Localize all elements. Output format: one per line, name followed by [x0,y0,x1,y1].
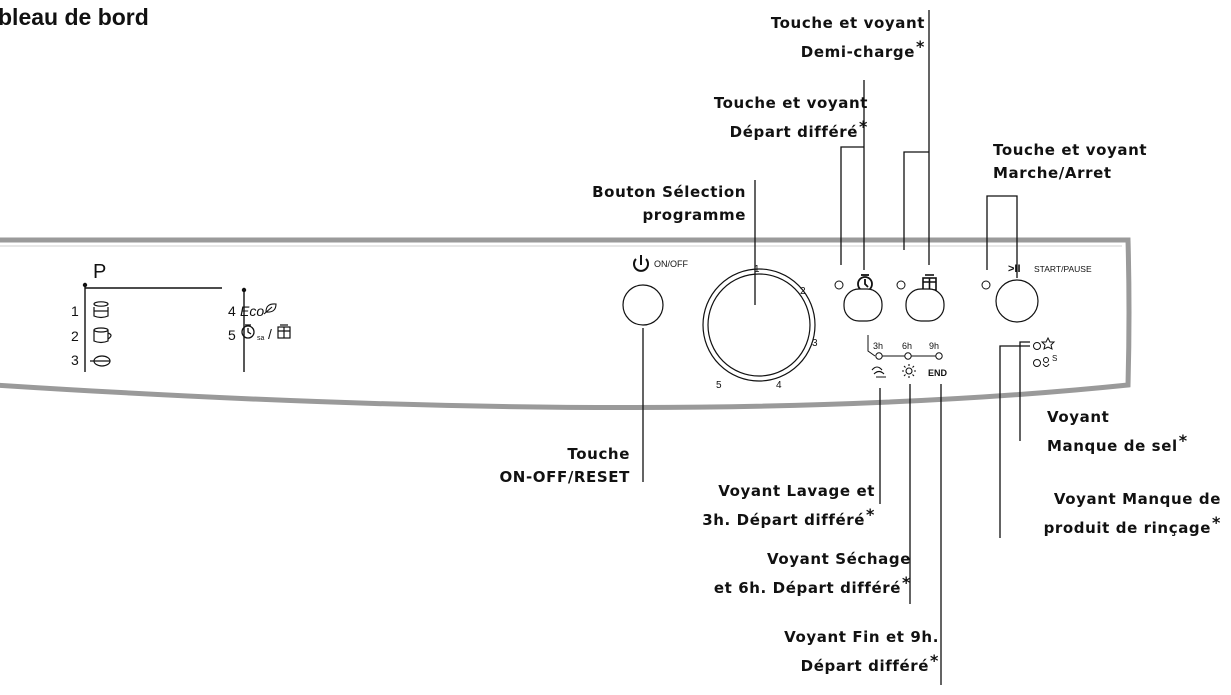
normal-pot-icon [93,327,112,344]
wash-icon [871,366,886,378]
end-9h-led [935,352,943,360]
program-num-3: 3 [71,352,79,368]
eco-program-label: Eco [240,303,264,319]
label-manque-sel: Voyant Manque de sel* [1047,408,1188,455]
svg-text:sa: sa [257,335,265,342]
delay-time-9h: 9h [929,341,939,351]
rinse-icon [90,355,111,367]
start-pause-symbol: >II [1008,263,1021,275]
delay-timer-icon [241,324,255,339]
salt-symbol-suffix: S [1052,354,1057,363]
svg-text:/: / [268,326,272,342]
dial-num-1: 1 [754,264,760,275]
dry-6h-led [904,352,912,360]
page-title: bleau de bord [0,4,149,30]
start-pause-led [981,280,991,290]
half-load-icon [277,324,291,339]
delay-time-6h: 6h [902,341,912,351]
delay-start-button[interactable] [843,288,883,322]
delay-led [834,280,844,290]
rinse-aid-led [1033,359,1041,367]
onoff-reset-button[interactable] [622,284,664,326]
half-load-button[interactable] [905,288,945,322]
rinse-aid-icon [1042,357,1050,367]
label-onoff-reset: Touche ON-OFF/RESET [499,445,630,486]
eco-leaf-icon [263,303,277,315]
intensive-pot-icon [93,301,109,319]
half-load-button-icon [922,274,937,291]
label-manque-rincage: Voyant Manque de produit de rinçage* [1043,490,1221,537]
wash-3h-led [875,352,883,360]
panel-outline [0,237,1132,410]
start-pause-button[interactable] [995,279,1039,323]
half-load-led [896,280,906,290]
label-fin: Voyant Fin et 9h. Départ différé* [784,628,939,675]
delay-time-3h: 3h [873,341,883,351]
label-lavage: Voyant Lavage et 3h. Départ différé* [702,482,875,529]
program-selector-dial[interactable] [702,268,816,382]
program-num-1: 1 [71,303,79,319]
leader-lines [642,10,1030,685]
program-num-4: 4 [228,303,236,319]
power-icon [633,255,649,272]
onoff-caption: ON/OFF [654,259,688,269]
salt-led [1033,342,1041,350]
dial-num-2: 2 [800,286,806,297]
label-sechage: Voyant Séchage et 6h. Départ différé* [713,550,911,597]
end-caption: END [928,368,948,378]
label-marche-arret: Touche et voyant Marche/Arret [993,141,1148,182]
start-pause-caption: START/PAUSE [1034,264,1092,274]
dial-num-4: 4 [776,380,782,391]
program-p-label: P [93,261,106,283]
dial-num-5: 5 [716,380,722,391]
salt-icon [1040,336,1056,350]
label-selection-programme: Bouton Sélection programme [592,183,746,224]
program-num-5: 5 [228,327,236,343]
label-demi-charge: Touche et voyant Demi-charge* [770,14,925,61]
dial-num-3: 3 [812,338,818,349]
label-depart-differe: Touche et voyant Départ différé* [713,94,868,141]
program-num-2: 2 [71,328,79,344]
dry-sun-icon [902,364,916,378]
